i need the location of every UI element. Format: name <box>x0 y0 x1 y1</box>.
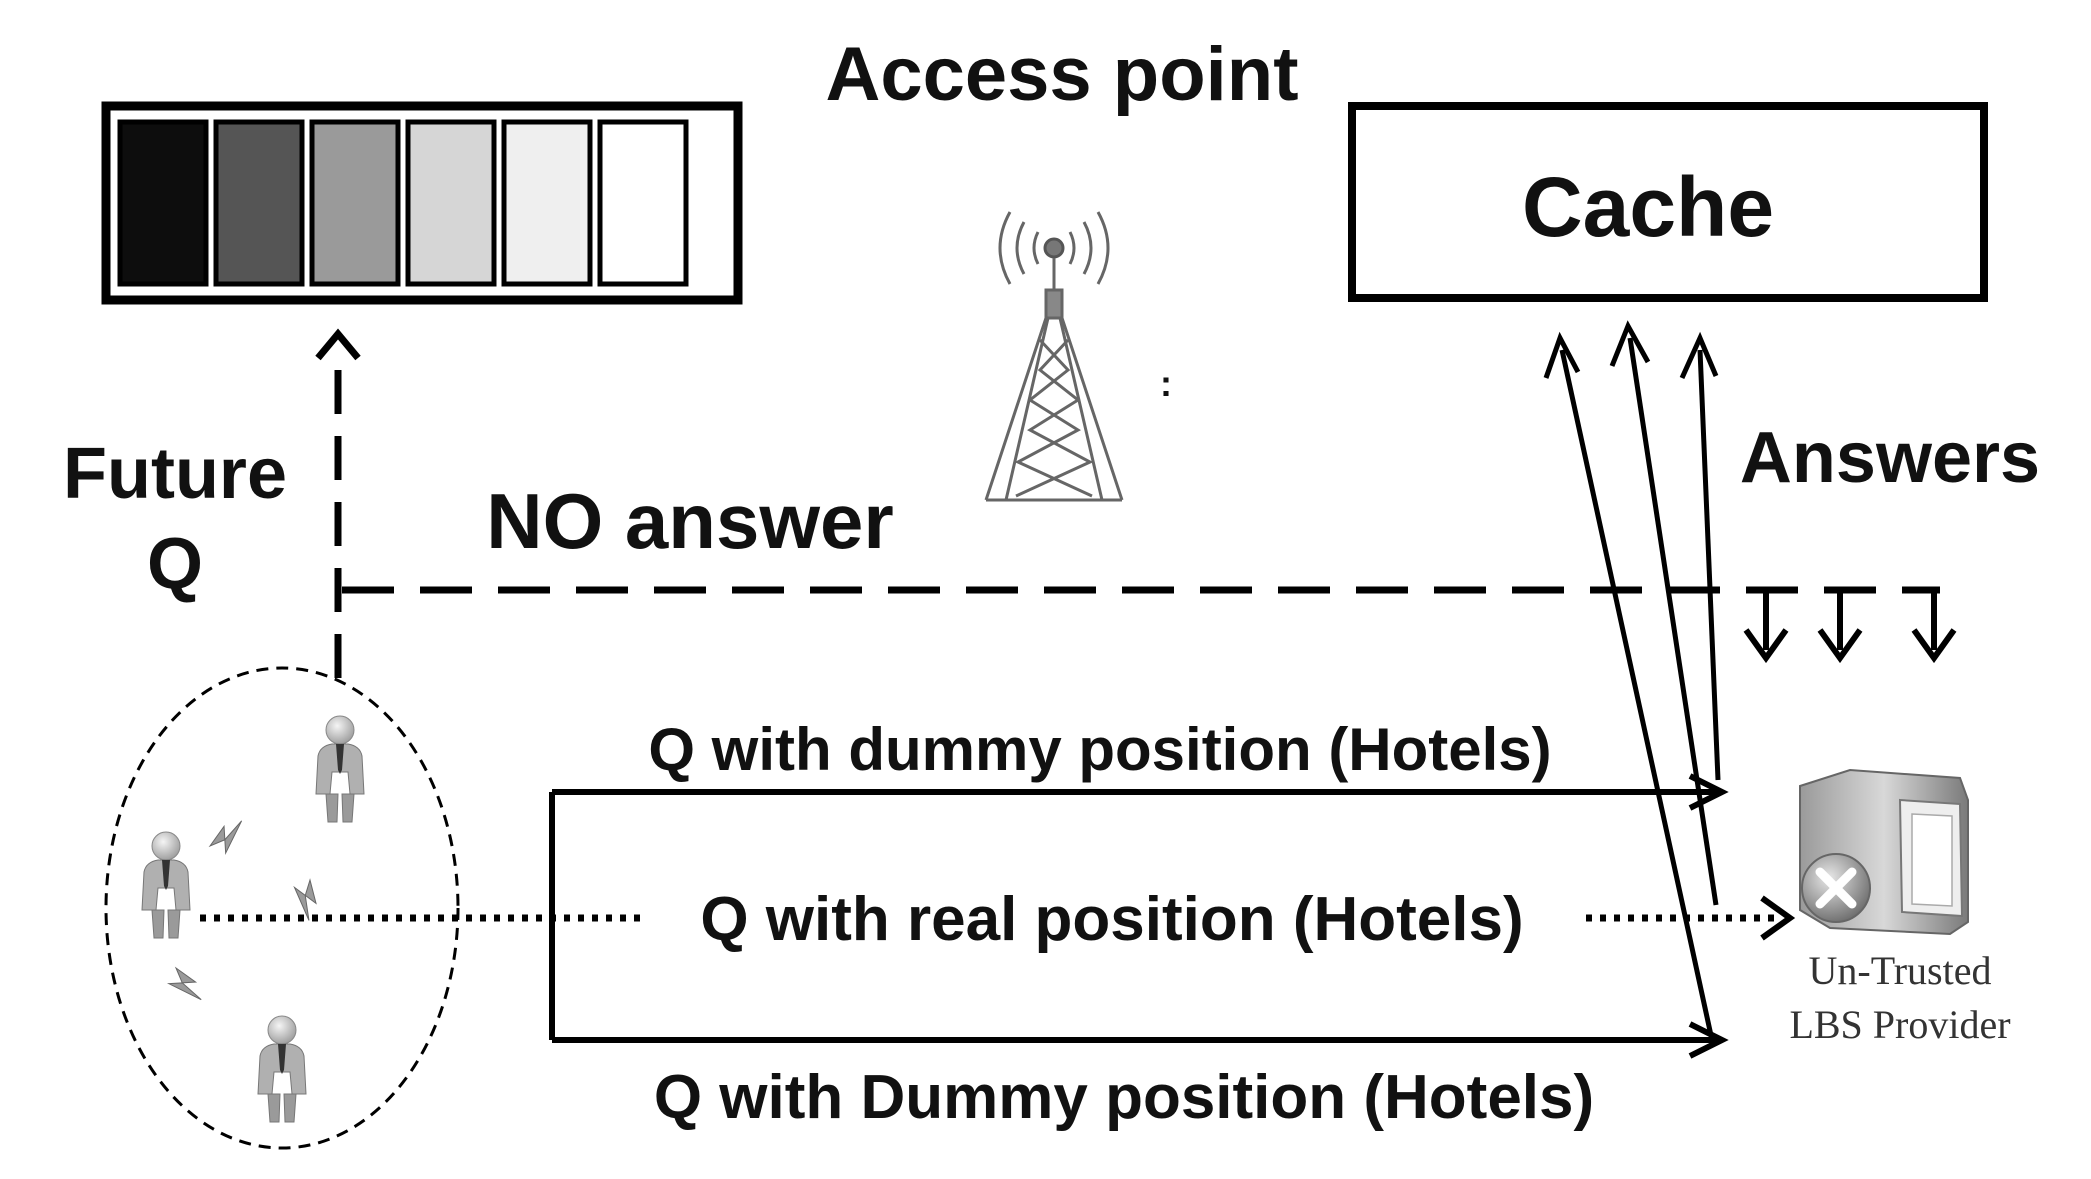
dummy-query-top-label: Q with dummy position (Hotels) <box>648 716 1551 783</box>
access-point-label: Access point <box>825 32 1298 117</box>
queue-cell <box>309 119 401 287</box>
tower-icon <box>984 211 1124 502</box>
future-q-label: Q <box>147 524 203 604</box>
queue-cell <box>405 119 497 287</box>
lightning-icon <box>204 816 253 859</box>
answers-label: Answers <box>1740 418 2040 498</box>
provider-label-line1: Un-Trusted <box>1809 948 1992 993</box>
user-icon <box>141 831 191 939</box>
dummy-query-bottom-label: Q with Dummy position (Hotels) <box>654 1063 1594 1132</box>
no-answer-dashed-line <box>342 586 1957 664</box>
queue-cell <box>213 119 305 287</box>
queue-cell <box>597 119 689 287</box>
future-label: Future <box>63 434 287 514</box>
future-query-dashed-arrow <box>315 328 361 690</box>
cache-label: Cache <box>1522 160 1774 254</box>
user-icon <box>315 715 365 823</box>
error-x-icon <box>1801 853 1871 923</box>
queue-cell <box>117 119 209 287</box>
user-group <box>104 666 460 1150</box>
real-query-arrow <box>200 895 1796 941</box>
colon-mark: : <box>1160 363 1172 404</box>
lightning-icon <box>163 962 206 1011</box>
user-icon <box>257 1015 307 1123</box>
query-queue-buffer <box>101 101 743 305</box>
no-answer-label: NO answer <box>486 477 893 565</box>
cache-box: Cache <box>1348 102 1988 302</box>
real-query-label: Q with real position (Hotels) <box>700 885 1523 954</box>
provider-label-line2: LBS Provider <box>1789 1002 2010 1047</box>
answer-arrows <box>1543 320 1721 1041</box>
queue-cell <box>501 119 593 287</box>
